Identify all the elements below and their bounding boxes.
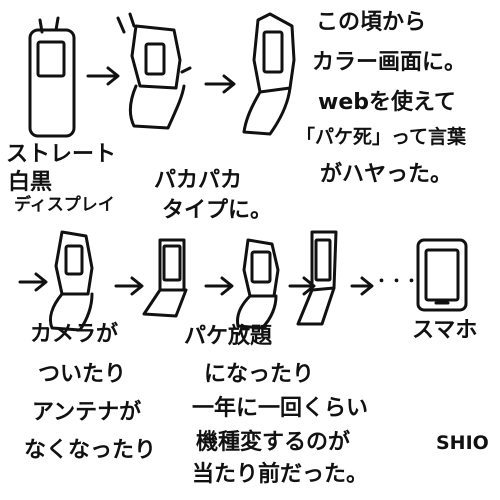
signature: SHIO: [436, 432, 489, 454]
camera-caption-line1: カメラが: [30, 322, 119, 347]
straight-caption-line3: ディスプレイ: [14, 195, 115, 215]
arrow-icon: [350, 276, 374, 296]
bottom-text-line2: 機種変するのが: [196, 430, 351, 455]
camera-caption-line4: なくなったり: [24, 438, 157, 463]
flip-caption-line2: タイプに。: [162, 198, 273, 223]
camera-caption-line2: ついたり: [38, 362, 127, 387]
arrow-icon: [204, 276, 234, 296]
flip-phone-icon: [116, 12, 192, 130]
camera-phone-icon: [48, 230, 94, 332]
ellipsis-text: ・・・: [374, 272, 420, 290]
packet-phone-icon: [236, 238, 280, 330]
right-text-line3: webを使えて: [318, 90, 456, 115]
arrow-icon: [288, 276, 316, 296]
right-text-line1: この頃から: [316, 10, 427, 35]
arrow-icon: [18, 272, 48, 292]
packet-caption-line2: になったり: [204, 362, 315, 387]
straight-caption-line1: ストレート: [6, 142, 117, 167]
smartphone-label: スマホ: [412, 318, 478, 343]
straight-phone-icon: [28, 16, 76, 138]
color-flip-phone-icon: [242, 12, 296, 136]
packet-caption-line1: パケ放題: [184, 324, 273, 349]
arrow-icon: [114, 276, 144, 296]
arrow-icon: [86, 66, 120, 86]
bottom-text-line1: 一年に一回くらい: [192, 396, 369, 421]
slim-flip-phone-icon: [142, 238, 188, 318]
smartphone-icon: [416, 238, 468, 312]
thin-flip-phone-icon: [296, 230, 338, 326]
right-text-line5: がハヤった。: [320, 162, 453, 187]
flip-caption-line1: パカパカ: [154, 168, 243, 193]
arrow-icon: [204, 74, 236, 94]
right-text-line4: 「パケ死」って言葉: [296, 126, 467, 148]
camera-caption-line3: アンテナが: [32, 400, 142, 425]
straight-caption-line2: 白黒: [8, 170, 53, 195]
right-text-line2: カラー画面に。: [312, 50, 467, 75]
bottom-text-line3: 当たり前だった。: [192, 462, 369, 487]
